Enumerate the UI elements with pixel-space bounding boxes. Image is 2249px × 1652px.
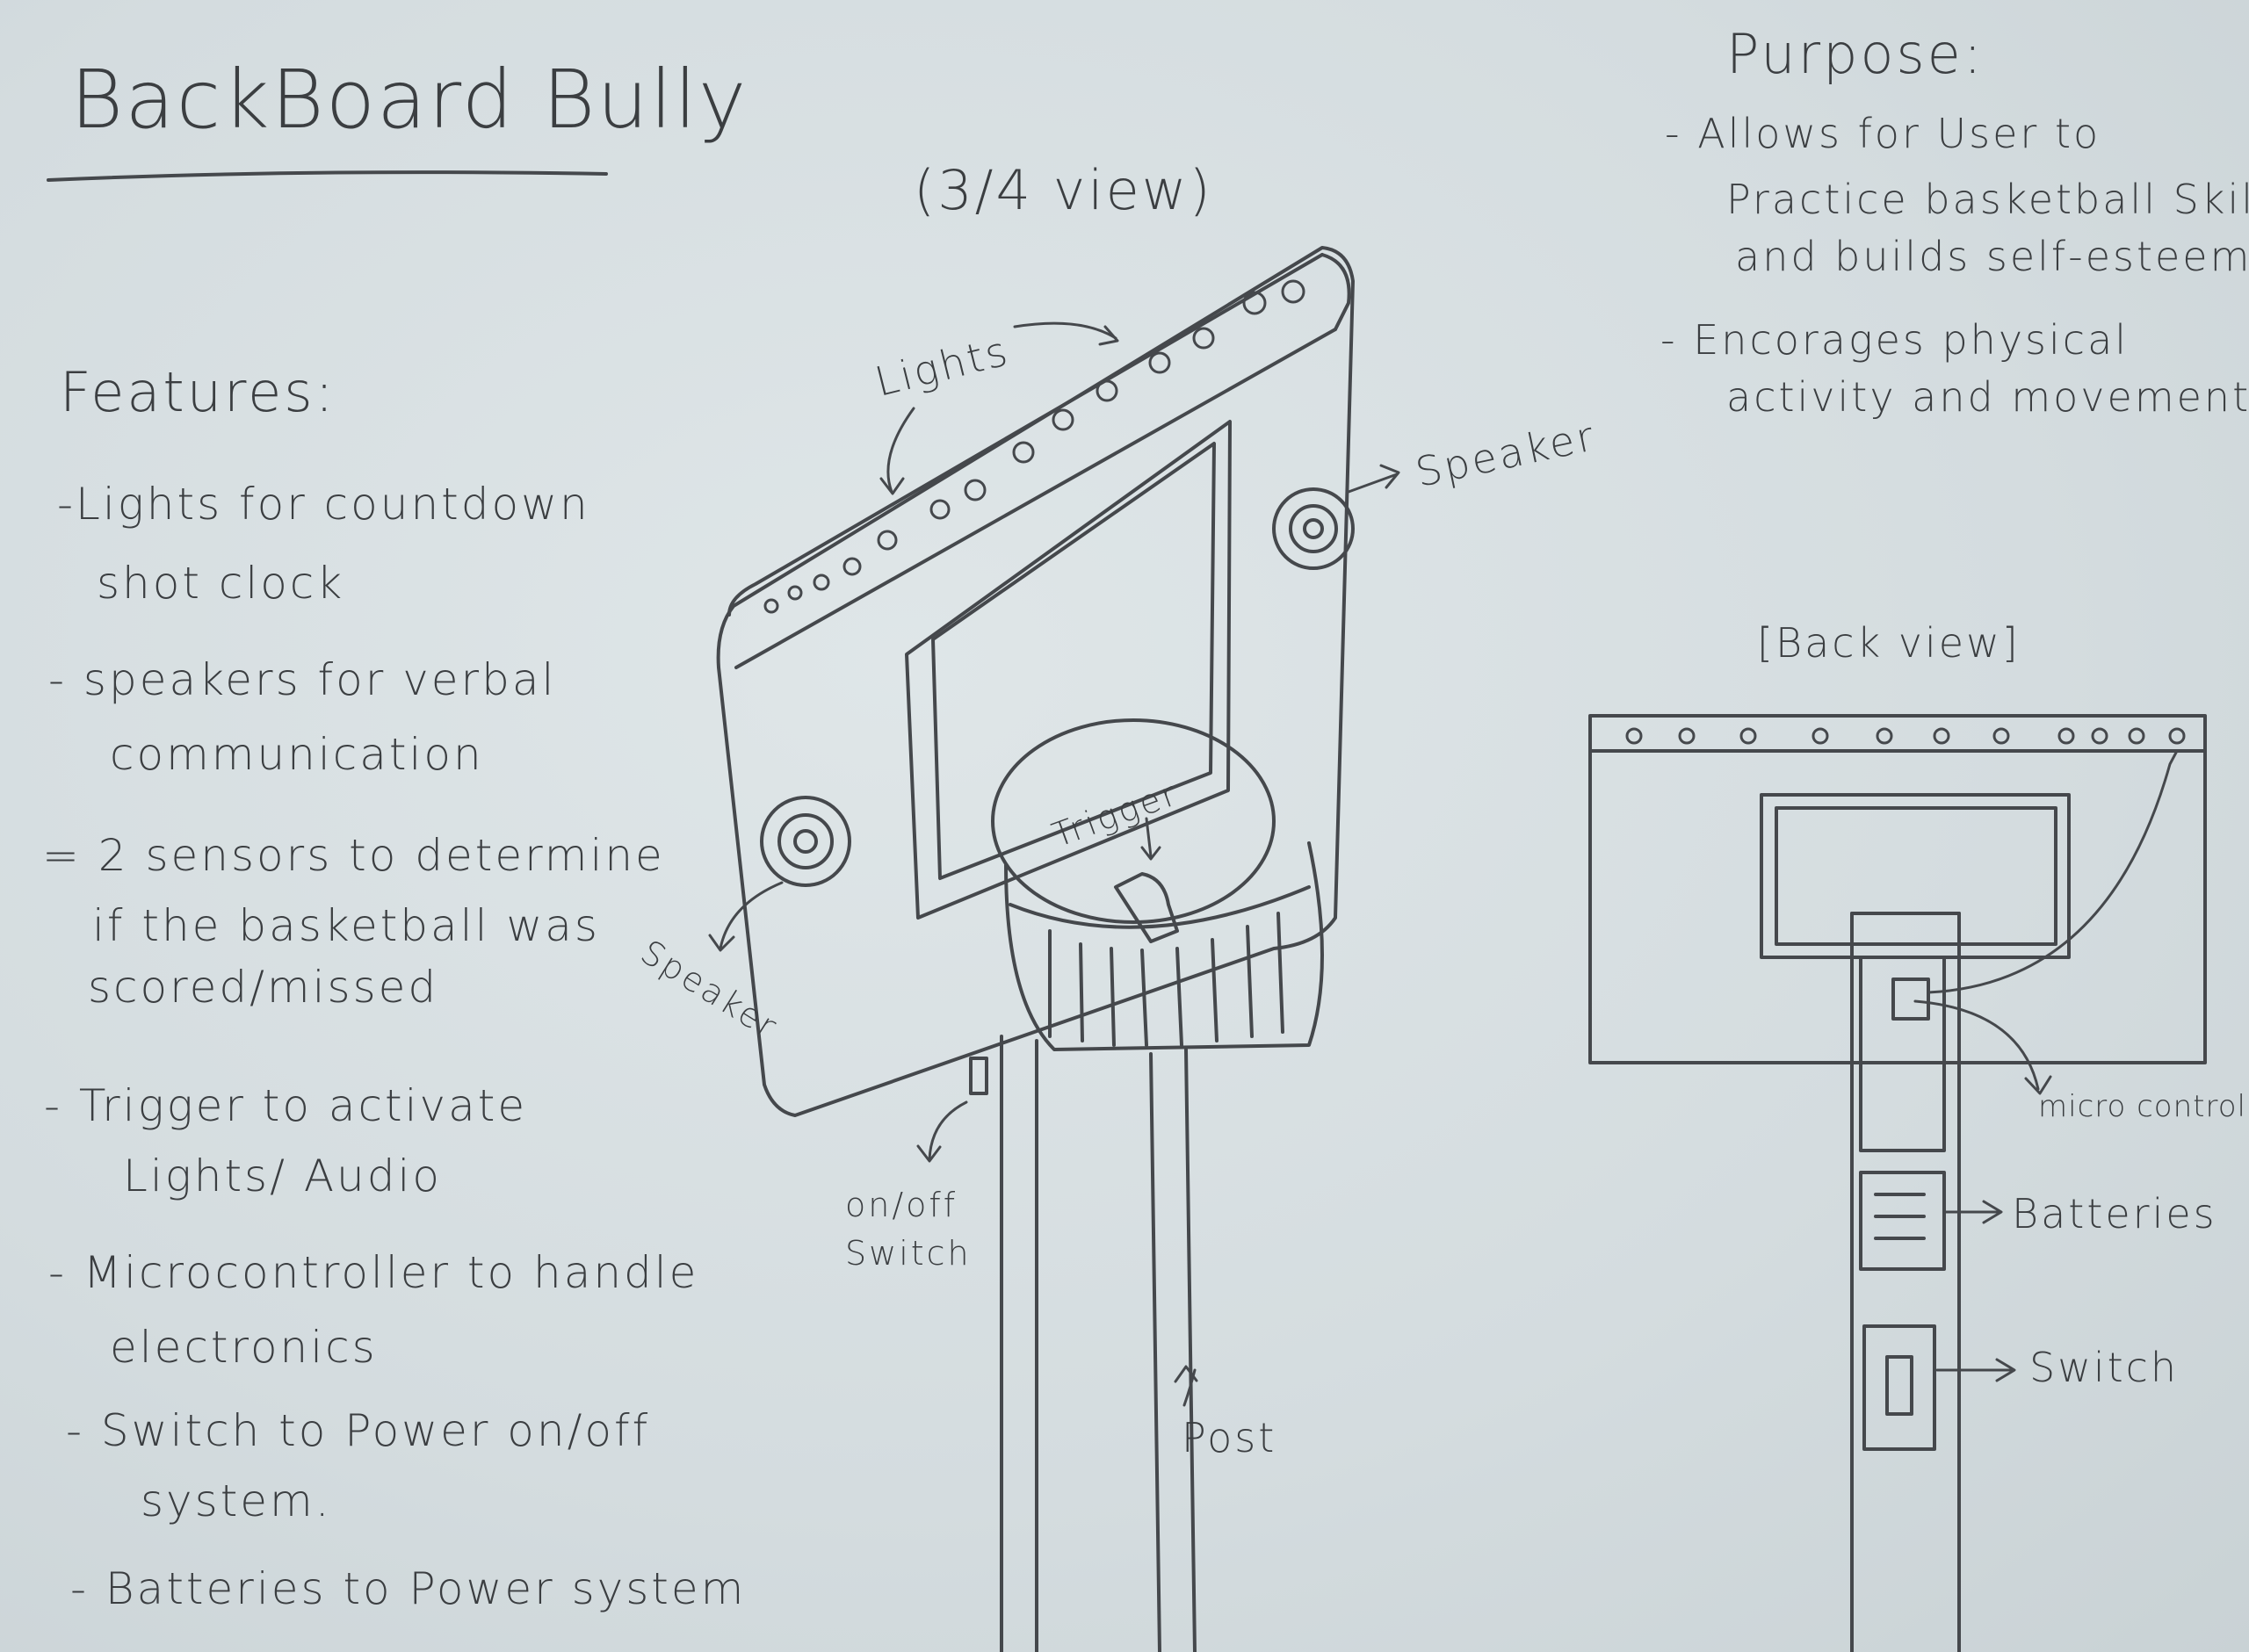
feature-microcontroller-line2: electronics [110,1322,378,1373]
label-switch-line1: on/off [845,1186,958,1224]
title-underline [47,170,608,182]
label-batteries: Batteries [2012,1190,2217,1237]
label-switch-back: Switch [2029,1344,2180,1391]
feature-batteries: - Batteries to Power system [70,1563,747,1614]
feature-sensors-line1: = 2 sensors to determine [42,830,665,881]
feature-switch-line2: system. [141,1475,332,1526]
back-view-caption: [Back view] [1757,619,2021,667]
label-microcontroller: micro controller [2038,1089,2249,1124]
post-back [1850,912,1961,1652]
feature-trigger-line1: - Trigger to activate [44,1080,528,1131]
feature-sensors-line2: if the basketball was [92,900,600,951]
back-lights [1625,727,2186,745]
label-post: Post [1182,1414,1277,1461]
speaker-left [760,796,851,887]
arrows-back [1913,749,2179,1382]
backboard-lights [763,279,1305,614]
backboard-3quarter [716,246,1355,1117]
label-switch-line2: Switch [845,1234,972,1273]
mount-cylinder [991,718,1324,1051]
purpose-practice-line2: Practice basketball Skills [1726,176,2249,223]
arrows-3quarter [708,321,1400,1407]
purpose-activity-line1: - Encorages physical [1660,316,2130,364]
feature-lights-line2: shot clock [97,558,345,609]
page-title: BackBoard Bully [70,53,748,147]
feature-microcontroller-line1: - Microcontroller to handle [48,1247,699,1298]
purpose-activity-line2: activity and movement [1726,373,2249,421]
features-heading: Features: [60,360,336,424]
speaker-right [1272,487,1355,570]
feature-switch-line1: - Switch to Power on/off [66,1405,651,1456]
feature-speakers-line1: - speakers for verbal [48,654,557,705]
purpose-practice-line1: - Allows for User to [1665,110,2101,157]
feature-trigger-line2: Lights/ Audio [123,1151,442,1201]
feature-speakers-line2: communication [110,729,484,780]
purpose-heading: Purpose: [1726,22,1985,86]
backboard-back [1588,714,2207,1064]
feature-lights-line1: -Lights for countdown [57,479,590,530]
feature-sensors-line3: scored/missed [88,962,439,1013]
three-quarter-view-caption: (3/4 view) [914,158,1213,222]
post-3quarter [969,1035,1197,1652]
purpose-practice-line3: and builds self-esteem [1735,233,2249,280]
